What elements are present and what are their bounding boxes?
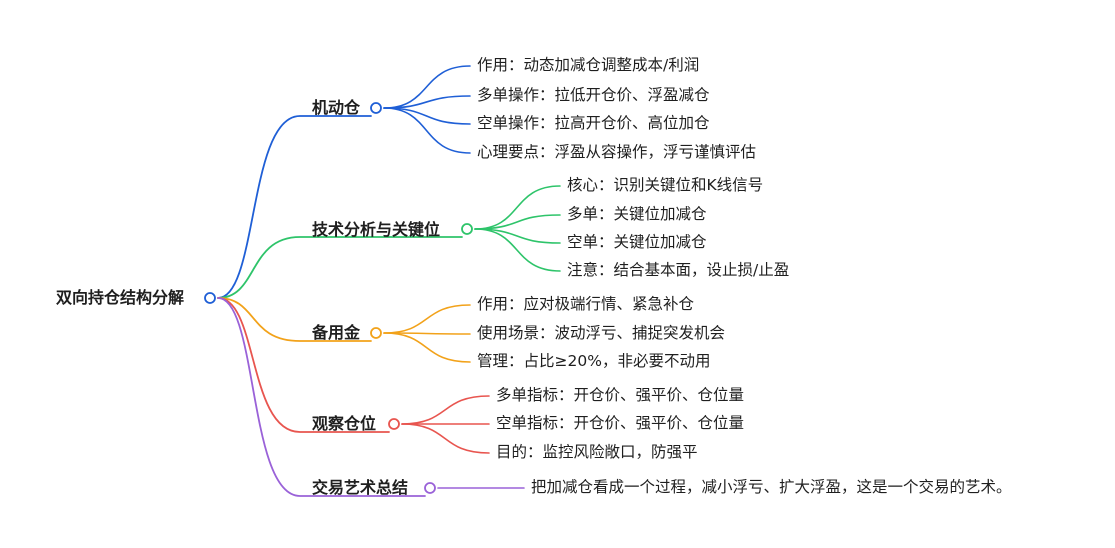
link-reserve-funds-leaf-3 (383, 332, 471, 363)
branch-label-mobile-position: 机动仓 (312, 98, 361, 117)
leaf-mobile-position-1: 作用：动态加减仓调整成本/利润 (477, 56, 700, 74)
leaf-technical-analysis-3: 空单：关键位加减仓 (567, 233, 707, 251)
branch-node-observation-position (388, 418, 400, 430)
link-technical-analysis-leaf-4 (474, 228, 561, 272)
link-root-to-technical-analysis (217, 236, 463, 299)
leaf-technical-analysis-1: 核心：识别关键位和K线信号 (567, 176, 764, 194)
link-observation-position-leaf-3 (401, 423, 490, 454)
link-technical-analysis-leaf-3 (474, 228, 561, 244)
branch-label-observation-position: 观察仓位 (312, 414, 377, 433)
leaf-reserve-funds-1: 作用：应对极端行情、紧急补仓 (477, 295, 695, 313)
leaf-technical-analysis-2: 多单：关键位加减仓 (567, 205, 707, 223)
link-root-to-mobile-position (217, 115, 372, 299)
link-technical-analysis-leaf-1 (474, 185, 561, 230)
root-label: 双向持仓结构分解 (56, 288, 185, 307)
link-observation-position-leaf-1 (401, 395, 490, 425)
leaf-technical-analysis-4: 注意：结合基本面，设止损/止盈 (567, 261, 790, 279)
link-root-to-trading-art-summary (217, 297, 426, 497)
link-reserve-funds-leaf-2 (383, 332, 471, 335)
link-mobile-position-leaf-4 (383, 107, 471, 154)
leaf-trading-art-summary-1: 把加减仓看成一个过程，减小浮亏、扩大浮盈，这是一个交易的艺术。 (531, 478, 1012, 496)
branch-node-trading-art-summary (424, 482, 436, 494)
leaf-mobile-position-4: 心理要点：浮盈从容操作，浮亏谨慎评估 (477, 143, 757, 161)
leaf-mobile-position-3: 空单操作：拉高开仓价、高位加仓 (477, 114, 710, 132)
leaf-observation-position-1: 多单指标：开仓价、强平价、仓位量 (496, 386, 745, 404)
branch-node-technical-analysis (461, 223, 473, 235)
branch-label-technical-analysis: 技术分析与关键位 (312, 220, 441, 239)
link-mobile-position-leaf-3 (383, 107, 471, 125)
link-mobile-position-leaf-2 (383, 95, 471, 109)
link-root-to-observation-position (217, 297, 390, 433)
link-root-to-reserve-funds (217, 297, 372, 342)
branch-label-trading-art-summary: 交易艺术总结 (312, 478, 409, 497)
branch-node-reserve-funds (370, 327, 382, 339)
root-node (204, 292, 216, 304)
branch-label-reserve-funds: 备用金 (312, 323, 361, 342)
link-reserve-funds-leaf-1 (383, 304, 471, 334)
leaf-observation-position-3: 目的：监控风险敞口，防强平 (496, 443, 698, 461)
branch-node-mobile-position (370, 102, 382, 114)
leaf-reserve-funds-3: 管理：占比≥20%，非必要不动用 (477, 352, 711, 370)
leaf-mobile-position-2: 多单操作：拉低开仓价、浮盈减仓 (477, 86, 710, 104)
link-technical-analysis-leaf-2 (474, 214, 561, 230)
leaf-observation-position-2: 空单指标：开仓价、强平价、仓位量 (496, 414, 745, 432)
leaf-reserve-funds-2: 使用场景：波动浮亏、捕捉突发机会 (477, 324, 726, 342)
link-mobile-position-leaf-1 (383, 65, 471, 109)
